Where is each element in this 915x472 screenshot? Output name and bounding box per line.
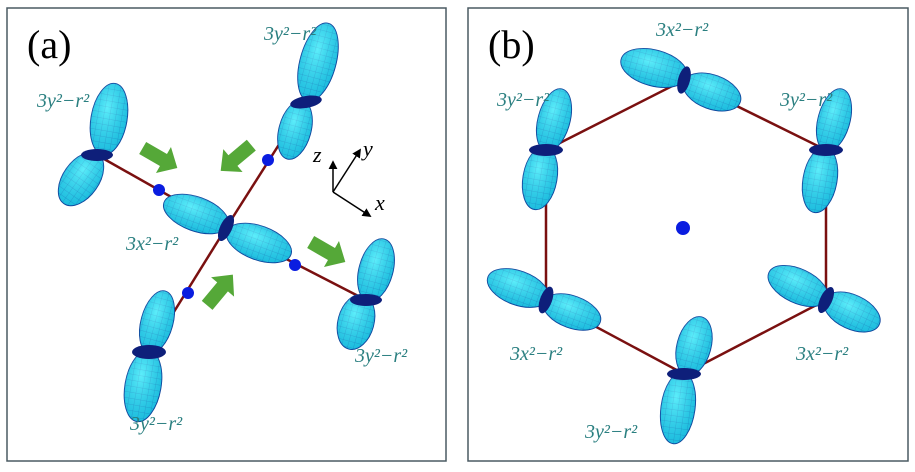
displacement-arrow-icon: [139, 141, 178, 173]
orbital-label-top: 3x²−r²: [655, 19, 709, 41]
orbital-lobe-icon: [521, 88, 573, 211]
orbital-lobe-icon: [659, 316, 713, 445]
orbital-label-upper-right: 3y²−r²: [779, 89, 833, 111]
ion-dot-icon: [182, 287, 194, 299]
orbital-label-bottom: 3y²−r²: [584, 421, 638, 443]
panel-a-arrows: [139, 139, 346, 310]
panel-b: 3x²−r² 3y²−r² 3x²−r² 3y²−r² 3x²−r² 3y²−r…: [486, 19, 881, 445]
orbital-lobe-icon: [57, 82, 129, 207]
ion-dot-icon: [153, 184, 165, 196]
orbital-label-left: 3y²−r²: [36, 90, 90, 112]
orbital-lobe-icon: [767, 264, 881, 333]
orbital-label-lower-left: 3y²−r²: [129, 413, 183, 435]
orbital-label-lower-right: 3x²−r²: [795, 343, 849, 365]
axis-label-y: y: [361, 136, 373, 161]
orbital-label-upper-right: 3y²−r²: [263, 23, 317, 45]
axis-label-x: x: [374, 190, 385, 215]
ion-dot-icon: [676, 221, 690, 235]
panel-b-frame: [467, 7, 909, 462]
orbital-lobe-icon: [123, 290, 176, 423]
displacement-arrow-icon: [220, 139, 256, 173]
orbital-label-upper-left: 3y²−r²: [496, 89, 550, 111]
orbital-lobe-icon: [620, 48, 742, 112]
displacement-arrow-icon: [307, 235, 346, 267]
orbital-label-right: 3y²−r²: [354, 345, 408, 367]
orbital-lobe-icon: [486, 268, 602, 331]
orbital-lobe-icon: [163, 193, 292, 264]
panel-a-label: (a): [27, 22, 71, 67]
orbital-label-center: 3x²−r²: [125, 233, 179, 255]
axis-label-z: z: [312, 142, 322, 167]
axis-triad-icon: [328, 148, 372, 217]
orbital-lobe-icon: [801, 88, 853, 214]
orbital-lobe-icon: [277, 22, 339, 160]
orbital-label-lower-left: 3x²−r²: [509, 343, 563, 365]
panel-b-label: (b): [488, 22, 535, 67]
orbital-lobe-icon: [336, 238, 395, 350]
ion-dot-icon: [289, 259, 301, 271]
ion-dot-icon: [262, 154, 274, 166]
panel-a-frame: [6, 7, 447, 462]
displacement-arrow-icon: [201, 274, 235, 310]
panel-a: z y x: [36, 22, 408, 435]
